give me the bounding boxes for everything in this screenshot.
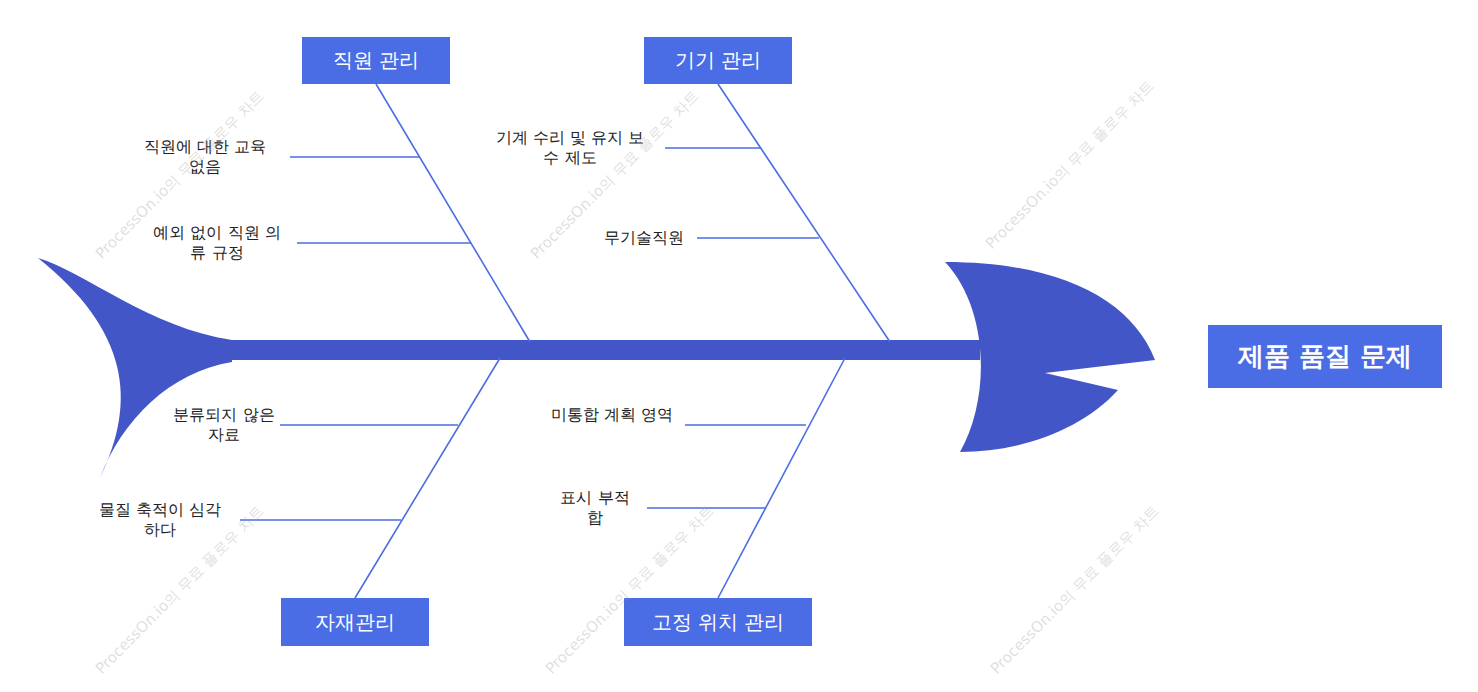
fish-spine — [215, 340, 980, 360]
branch-line — [665, 147, 761, 149]
fish-head — [945, 262, 1155, 452]
branch-line — [280, 424, 458, 426]
bone-line — [376, 84, 530, 342]
effect-box: 제품 품질 문제 — [1208, 325, 1442, 388]
node-text: 직원 관리 — [333, 47, 419, 74]
branch-line — [240, 519, 401, 521]
watermark: ProcessOn.io의 무료 플로우 차트 — [987, 502, 1164, 679]
fish-tail — [38, 258, 232, 478]
cause-text: 무기술직원 — [589, 228, 699, 248]
cause-text: 미통합 계획 영역 — [542, 405, 682, 425]
cause-text: 물질 축적이 심각하다 — [95, 500, 225, 540]
branch-line — [290, 156, 419, 158]
bone-line — [718, 358, 845, 598]
bone-line — [355, 358, 500, 598]
node-text: 기기 관리 — [675, 47, 761, 74]
cause-text: 예외 없이 직원 의류 규정 — [147, 223, 287, 263]
node-text: 고정 위치 관리 — [652, 609, 785, 636]
branch-line — [697, 237, 819, 239]
cause-text: 표시 부적합 — [555, 488, 635, 528]
category-box: 자재관리 — [281, 598, 429, 646]
bone-line — [718, 84, 890, 342]
branch-line — [297, 242, 471, 244]
watermark: ProcessOn.io의 무료 플로우 차트 — [982, 77, 1159, 254]
category-box: 기기 관리 — [644, 37, 792, 84]
watermark: ProcessOn.io의 무료 플로우 차트 — [542, 502, 719, 679]
category-box: 직원 관리 — [302, 37, 450, 84]
branch-line — [685, 424, 806, 426]
watermark: ProcessOn.io의 무료 플로우 차트 — [92, 502, 269, 679]
category-box: 고정 위치 관리 — [624, 598, 812, 646]
node-text: 자재관리 — [315, 609, 395, 636]
node-text: 제품 품질 문제 — [1238, 339, 1412, 374]
cause-text: 분류되지 않은 자료 — [169, 405, 279, 445]
